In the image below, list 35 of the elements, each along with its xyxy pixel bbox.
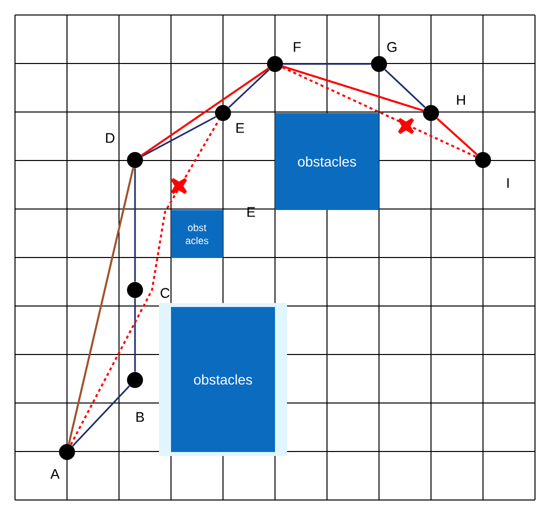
path-line bbox=[142, 116, 216, 157]
path-line bbox=[282, 66, 424, 112]
path-line bbox=[228, 69, 270, 108]
point-dot bbox=[215, 105, 231, 121]
path-line bbox=[134, 168, 136, 282]
point-dot bbox=[371, 56, 387, 72]
point-label: B bbox=[136, 412, 144, 422]
path-line bbox=[384, 69, 426, 108]
point-dot bbox=[127, 152, 143, 168]
point-dot bbox=[267, 56, 283, 72]
point-label: F bbox=[294, 42, 301, 52]
point-label: I bbox=[507, 178, 509, 188]
point-label: D bbox=[106, 133, 114, 143]
path-line bbox=[436, 118, 478, 156]
point-label: E bbox=[236, 123, 244, 133]
obstacle-box: obstacles bbox=[275, 113, 379, 210]
path-line bbox=[141, 68, 269, 156]
obstacle-box: obst acles bbox=[171, 210, 223, 258]
point-label: C bbox=[160, 288, 170, 298]
point-dot bbox=[475, 152, 491, 168]
path-line bbox=[72, 385, 130, 447]
dashed-line bbox=[70, 120, 220, 446]
point-dot bbox=[59, 444, 75, 460]
path-line bbox=[68, 168, 134, 444]
point-label: E bbox=[247, 207, 256, 217]
point-dot bbox=[127, 372, 143, 388]
point-label: G bbox=[387, 42, 396, 52]
point-label: A bbox=[50, 469, 60, 479]
path-line bbox=[283, 63, 371, 65]
point-dot bbox=[127, 282, 143, 298]
dashed-line bbox=[282, 66, 476, 158]
obstacle-box: obstacles bbox=[171, 306, 275, 452]
point-label: H bbox=[457, 95, 465, 105]
path-line bbox=[134, 298, 136, 372]
point-dot bbox=[423, 105, 439, 121]
